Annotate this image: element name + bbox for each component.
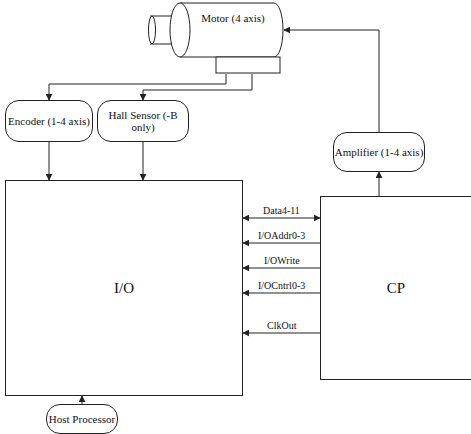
connector (243, 293, 320, 294)
connector (143, 74, 252, 100)
encoder-box: Encoder (1-4 axis) (5, 100, 93, 142)
signal-label: I/OAddr0-3 (257, 230, 306, 241)
motor-cylinder: Motor (4 axis) (148, 2, 284, 74)
host-box: Host Processor (46, 404, 118, 434)
signal-label: I/OWrite (263, 255, 301, 266)
io-block: I/O (5, 180, 243, 396)
cp-block: CP (320, 196, 471, 380)
sensor-box: Hall Sensor (-B only) (97, 100, 189, 142)
connector (243, 268, 320, 269)
node-label: CP (387, 282, 405, 294)
amplifier-box: Amplifier (1-4 axis) (333, 132, 425, 172)
signal-label: I/OCntrl0-3 (257, 280, 306, 291)
connector (49, 142, 50, 180)
connector (243, 218, 320, 219)
connector (243, 333, 320, 334)
connector (49, 74, 226, 100)
connector (379, 172, 380, 196)
node-label: Encoder (1-4 axis) (8, 115, 90, 127)
signal-label: ClkOut (266, 320, 297, 331)
connector (143, 142, 144, 180)
signal-label: Data4-11 (262, 205, 301, 216)
node-label: Hall Sensor (-B only) (98, 109, 188, 133)
node-label: Amplifier (1-4 axis) (335, 146, 424, 158)
node-label: Host Processor (49, 413, 115, 425)
connector (82, 396, 83, 404)
connector (284, 30, 379, 132)
node-label: I/O (114, 282, 134, 294)
connector (243, 243, 320, 244)
motor-label: Motor (4 axis) (201, 12, 265, 24)
